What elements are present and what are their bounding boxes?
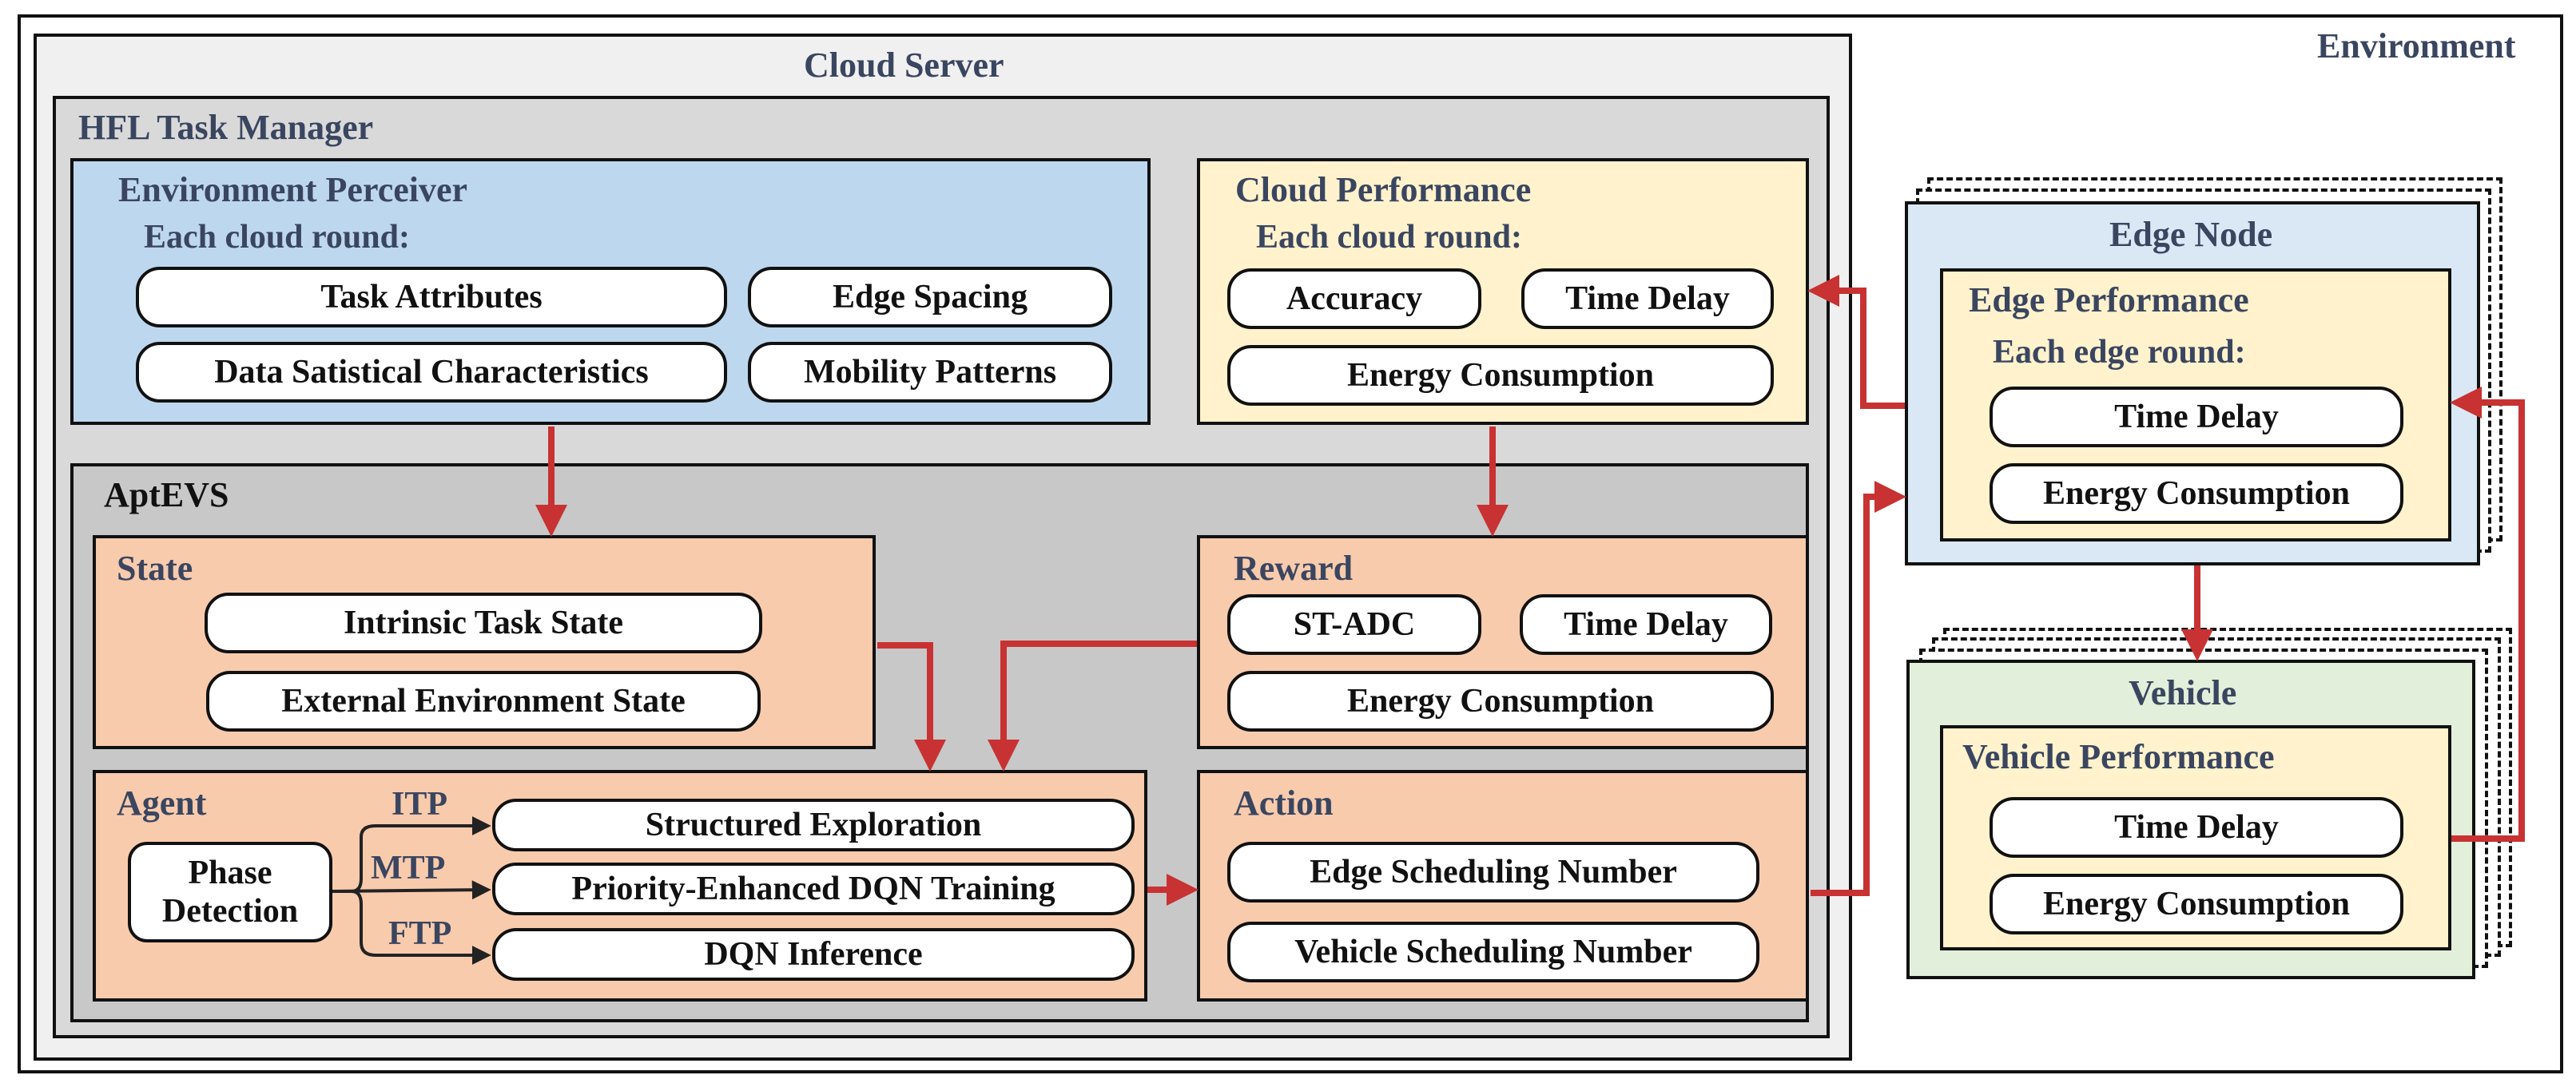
environment-title: Environment (2317, 26, 2516, 65)
external-environment-state-pill: External Environment State (206, 671, 761, 732)
phase-to-ftp-connector (332, 890, 491, 965)
priority-enhanced-dqn-training-pill: Priority-Enhanced DQN Training (492, 863, 1135, 915)
vehicle-title: Vehicle (2129, 673, 2237, 712)
phase-to-itp-connector (332, 816, 491, 893)
edge-node-title: Edge Node (2109, 215, 2273, 254)
edge-time-delay-pill: Time Delay (1990, 387, 2403, 447)
dqn-inference-pill: DQN Inference (492, 928, 1135, 981)
mtp-label: MTP (371, 850, 446, 887)
vehicle-energy-consumption-pill: Energy Consumption (1990, 874, 2403, 934)
reward-energy-consumption-pill: Energy Consumption (1227, 671, 1774, 732)
aptevs-title: AptEVS (104, 475, 229, 514)
edge-energy-consumption-pill: Energy Consumption (1990, 463, 2403, 524)
intrinsic-task-state-pill: Intrinsic Task State (205, 593, 762, 653)
reward-title: Reward (1234, 549, 1354, 588)
ftp-label: FTP (388, 915, 452, 952)
edge-performance-subtitle: Each edge round: (1993, 334, 2246, 371)
vehicle-time-delay-pill: Time Delay (1990, 797, 2403, 858)
phase-detection-pill: Phase Detection (128, 842, 332, 942)
task-attributes-pill: Task Attributes (136, 267, 727, 327)
phase-detection-line-2: Detection (161, 893, 299, 930)
mobility-patterns-pill: Mobility Patterns (748, 342, 1112, 403)
cloud-energy-consumption-pill: Energy Consumption (1227, 345, 1774, 406)
cloud-server-title: Cloud Server (804, 46, 1004, 85)
state-to-agent-arrow (877, 642, 946, 772)
cloud-performance-subtitle: Each cloud round: (1256, 219, 1522, 256)
edge-node-to-cloud-performance-arrow (1807, 275, 1905, 409)
accuracy-pill: Accuracy (1227, 268, 1481, 329)
structured-exploration-pill: Structured Exploration (492, 799, 1135, 851)
data-statistical-characteristics-pill: Data Satistical Characteristics (136, 342, 727, 403)
phase-to-mtp-connector (332, 880, 491, 900)
edge-performance-title: Edge Performance (1969, 280, 2249, 319)
edge-spacing-pill: Edge Spacing (748, 267, 1112, 327)
itp-label: ITP (392, 786, 448, 823)
task-manager-title: HFL Task Manager (78, 108, 374, 147)
state-title: State (117, 549, 193, 588)
action-title: Action (1234, 784, 1334, 823)
reward-time-delay-pill: Time Delay (1520, 594, 1772, 655)
action-to-edge-node-arrow (1811, 481, 1906, 896)
environment-perceiver-subtitle: Each cloud round: (144, 219, 410, 256)
environment-perceiver-title: Environment Perceiver (118, 170, 468, 209)
cloud-performance-title: Cloud Performance (1235, 170, 1532, 209)
vehicle-to-edge-performance-arrow (2450, 387, 2525, 842)
reward-to-agent-arrow (988, 641, 1197, 772)
edge-scheduling-number-pill: Edge Scheduling Number (1227, 842, 1759, 903)
st-adc-pill: ST-ADC (1227, 594, 1481, 655)
phase-detection-line-1: Phase (188, 854, 272, 891)
cloud-time-delay-pill: Time Delay (1521, 268, 1774, 329)
vehicle-performance-title: Vehicle Performance (1962, 737, 2275, 776)
agent-title: Agent (117, 784, 207, 823)
vehicle-scheduling-number-pill: Vehicle Scheduling Number (1227, 922, 1759, 982)
